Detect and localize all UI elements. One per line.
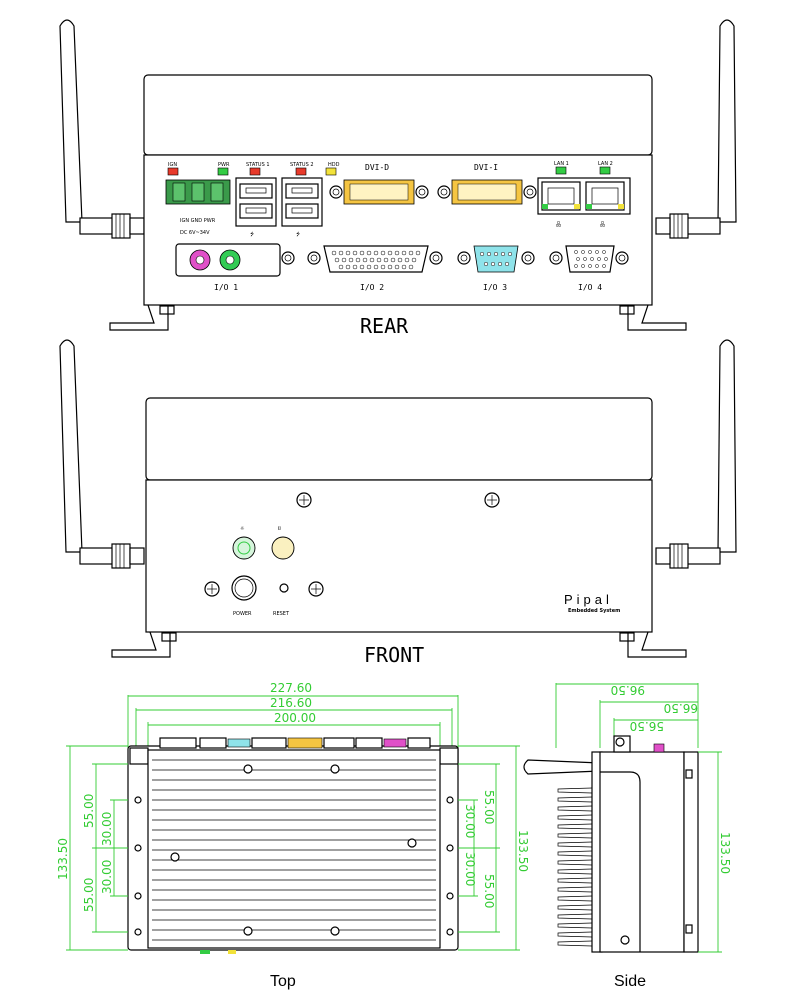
pwr-label: PWR	[218, 162, 230, 168]
status1-led	[249, 167, 261, 176]
front-screws	[204, 492, 500, 597]
power-terminal-block: IGN GND PWR DC 6V~34V	[165, 179, 231, 236]
rear-view-title: REAR	[360, 314, 409, 338]
rear-top-cover	[143, 74, 653, 156]
top-view-title: Top	[270, 973, 296, 990]
brand-subtitle: Embedded System	[568, 608, 620, 614]
reset-button[interactable]	[279, 583, 289, 593]
hdd-led	[325, 167, 337, 176]
usb-icon: ⭍	[250, 232, 254, 238]
dim-55-left-top: 55.00	[82, 794, 96, 828]
dim-55-right-bottom: 55.00	[482, 874, 496, 908]
power-button[interactable]	[231, 575, 257, 601]
lan2-label: LAN 2	[598, 161, 613, 167]
front-panel	[145, 479, 653, 633]
io3-label: I/O 3	[483, 283, 507, 292]
heatsink-body	[147, 749, 441, 949]
lan-ports: LAN 1 LAN 2 品 品	[537, 161, 631, 228]
usb-ports: ⭍ ⭍	[235, 177, 323, 238]
dim-200-00: 200.00	[274, 711, 316, 725]
top-screws	[170, 764, 417, 936]
dvi-i-label: DVI-I	[474, 163, 498, 172]
hdd-led-icon: ⌷	[278, 526, 281, 532]
rear-foot-right	[627, 304, 687, 331]
side-antenna	[523, 759, 601, 775]
io1-panel: I/O 1	[175, 243, 295, 292]
usb-icon: ⭍	[296, 232, 300, 238]
network-icon: 品	[600, 222, 605, 228]
side-view-title: Side	[614, 973, 646, 990]
pwr-led	[217, 167, 229, 176]
dim-55-right-top: 55.00	[482, 790, 496, 824]
antenna-left-front	[59, 339, 145, 569]
dim-227-60: 227.60	[270, 681, 312, 695]
antenna-left-rear	[59, 19, 145, 239]
antenna-right-rear	[655, 19, 737, 239]
dim-30-right-bottom: 30.00	[463, 852, 477, 886]
ign-led	[167, 167, 179, 176]
dvi-d-label: DVI-D	[365, 163, 389, 172]
front-view-title: FRONT	[364, 643, 424, 667]
brand-logo: Pipal	[564, 592, 613, 607]
dim-30-left-bottom: 30.00	[100, 860, 114, 894]
side-chassis	[599, 751, 685, 953]
status2-led	[295, 167, 307, 176]
side-view: 96.50 66.50 56.50 133.50 Side	[523, 683, 732, 990]
front-view: ☼ ⌷ POWER RESET Pipal Embedded System FR…	[59, 339, 737, 667]
dim-216-60: 216.60	[270, 696, 312, 710]
status2-label: STATUS 2	[290, 162, 314, 168]
top-view: 227.60 216.60 200.00	[56, 681, 530, 990]
dim-96-50: 96.50	[611, 683, 645, 697]
io2-label: I/O 2	[360, 283, 384, 292]
io2-port: I/O 2	[307, 245, 443, 292]
hdd-label: HDD	[328, 162, 340, 168]
dim-55-left-bottom: 55.00	[82, 878, 96, 912]
dim-30-right-top: 30.00	[463, 804, 477, 838]
network-icon: 品	[556, 222, 561, 228]
io1-label: I/O 1	[214, 283, 238, 292]
antenna-right-front	[655, 339, 737, 569]
dim-133-50-side: 133.50	[718, 832, 732, 874]
mounting-holes	[134, 796, 454, 936]
dvi-d-port: DVI-D	[329, 163, 429, 205]
rear-leds: IGN PWR STATUS 1 STATUS 2 HDD	[167, 162, 340, 176]
reset-button-label: RESET	[273, 611, 290, 617]
dim-30-left-top: 30.00	[100, 812, 114, 846]
dim-133-50-left: 133.50	[56, 838, 70, 880]
hdd-indicator-led	[271, 536, 295, 560]
dim-66-50: 66.50	[664, 701, 698, 715]
rear-view: IGN PWR STATUS 1 STATUS 2 HDD IGN GND PW…	[59, 19, 737, 338]
dim-133-50-right: 133.50	[516, 830, 530, 872]
io4-label: I/O 4	[578, 283, 602, 292]
terminal-pin-label: IGN GND PWR	[180, 218, 216, 224]
ign-label: IGN	[168, 162, 177, 168]
dim-56-50: 56.50	[630, 719, 664, 733]
power-led-icon: ☼	[240, 526, 244, 532]
power-button-label: POWER	[233, 611, 252, 617]
dvi-i-port: DVI-I	[437, 163, 537, 205]
front-top-cover	[145, 397, 653, 481]
voltage-label: DC 6V~34V	[180, 230, 210, 236]
io3-port: I/O 3	[457, 245, 535, 292]
io4-port: I/O 4	[549, 245, 629, 292]
status1-label: STATUS 1	[246, 162, 270, 168]
power-indicator-led	[232, 536, 256, 560]
rear-foot-left	[109, 304, 169, 331]
lan1-label: LAN 1	[554, 161, 569, 167]
